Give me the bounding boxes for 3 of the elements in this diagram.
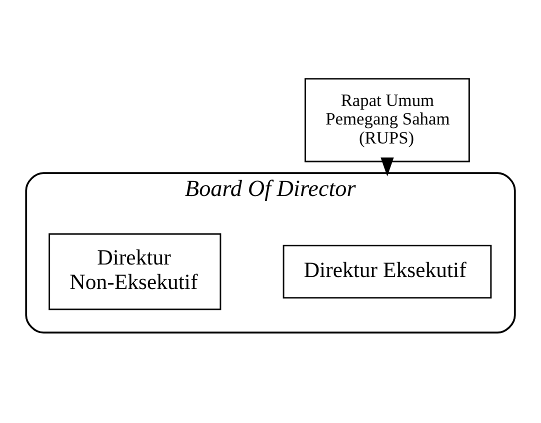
node-box: Direktur Non-Eksekutif bbox=[48, 233, 222, 310]
arrow bbox=[380, 157, 394, 176]
node-box: Direktur Eksekutif bbox=[282, 244, 492, 299]
